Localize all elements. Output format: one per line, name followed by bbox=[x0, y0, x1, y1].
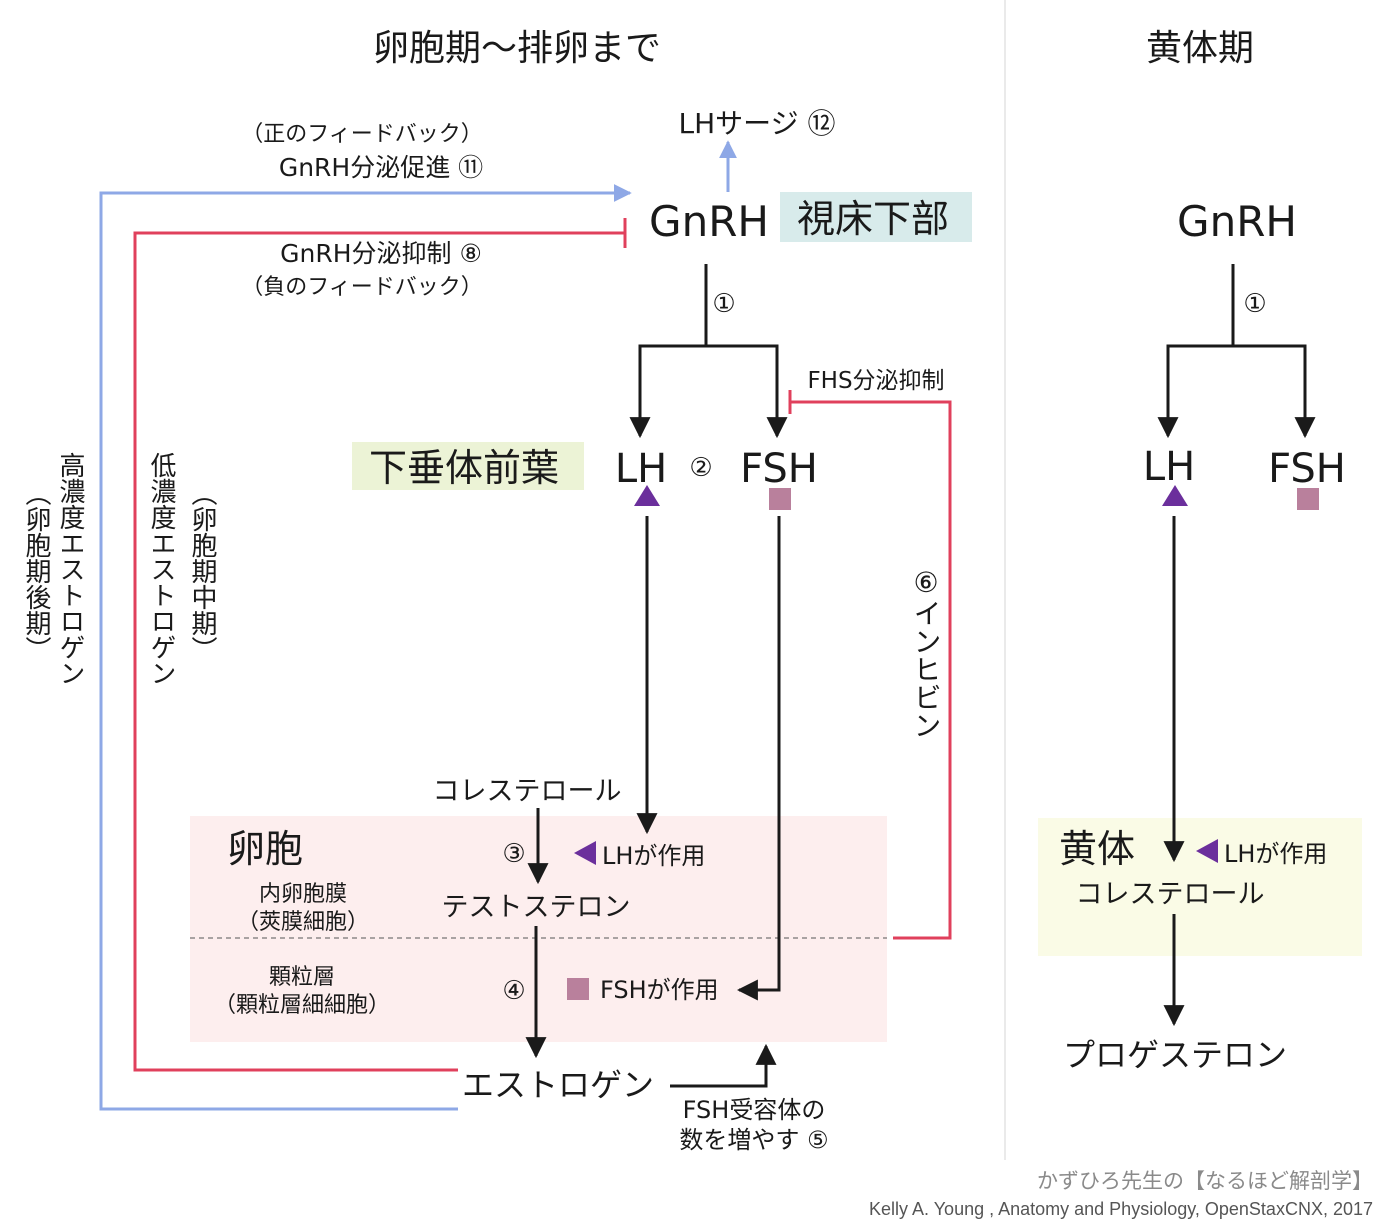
theca-cells-label: （莢膜細胞） bbox=[237, 910, 369, 935]
branch-to-lh bbox=[629, 344, 706, 439]
luteal-gnrh-label: GnRH bbox=[1177, 197, 1297, 246]
late-follicular-label: （卵胞期後期） bbox=[21, 480, 51, 662]
luteal-lh-acts-label: LHが作用 bbox=[1224, 840, 1327, 868]
step2-label: ② bbox=[689, 453, 712, 483]
luteal-lh-label: LH bbox=[1143, 444, 1195, 490]
positive-feedback-note: （正のフィードバック） bbox=[241, 122, 483, 147]
luteal-fsh-label: FSH bbox=[1268, 446, 1346, 492]
follicular-phase-title: 卵胞期〜排卵まで bbox=[373, 28, 661, 69]
pituitary-label: 下垂体前葉 bbox=[369, 446, 559, 490]
positive-feedback-label: GnRH分泌促進 ⑪ bbox=[279, 153, 483, 182]
high-estrogen-label: 高濃度エストロゲン bbox=[55, 452, 85, 686]
credit-line1: かずひろ先生の【なるほど解剖学】 bbox=[1037, 1169, 1373, 1193]
lh-acts-label: LHが作用 bbox=[602, 842, 705, 870]
corpus-luteum-label: 黄体 bbox=[1059, 827, 1135, 871]
receptor-increase-arrow bbox=[670, 1043, 777, 1088]
step1-label: ① bbox=[712, 289, 735, 319]
hypothalamus-label: 視床下部 bbox=[797, 197, 949, 241]
credit-line2: Kelly A. Young , Anatomy and Physiology,… bbox=[869, 1199, 1373, 1219]
theca-label: 内卵胞膜 bbox=[259, 882, 347, 907]
cholesterol-label: コレステロール bbox=[433, 776, 622, 807]
luteal-branch-to-lh bbox=[1157, 344, 1233, 439]
negative-feedback-line bbox=[133, 231, 625, 1072]
negative-feedback-label: GnRH分泌抑制 ⑧ bbox=[280, 239, 482, 268]
granulosa-cells-label: （顆粒層細細胞） bbox=[214, 993, 390, 1018]
granulosa-label: 顆粒層 bbox=[269, 965, 335, 990]
fsh-descending-line bbox=[736, 516, 781, 1001]
positive-feedback-line bbox=[99, 184, 632, 1111]
testosterone-label: テストステロン bbox=[442, 892, 631, 923]
fsh-acts-square-icon bbox=[567, 978, 589, 1000]
fsh-acts-label: FSHが作用 bbox=[600, 976, 719, 1004]
fsh-inhibit-label: FHS分泌抑制 bbox=[807, 368, 944, 394]
lh-triangle-icon bbox=[634, 485, 660, 506]
negative-feedback-note: （負のフィードバック） bbox=[241, 275, 483, 300]
branch-to-fsh bbox=[706, 344, 788, 439]
step4-label: ④ bbox=[502, 976, 525, 1006]
estrogen-label: エストロゲン bbox=[462, 1066, 654, 1104]
pituitary-box bbox=[352, 442, 584, 490]
step3-label: ③ bbox=[502, 839, 525, 869]
fsh-square-icon bbox=[769, 488, 791, 510]
follicle-label: 卵胞 bbox=[227, 827, 303, 871]
gnrh-label: GnRH bbox=[649, 197, 769, 246]
inhibin-line bbox=[790, 400, 952, 940]
lh-acts-triangle-icon bbox=[574, 841, 596, 865]
mid-follicular-label: （卵胞期中期） bbox=[187, 480, 217, 662]
luteal-step1-label: ① bbox=[1243, 289, 1266, 319]
lh-label: LH bbox=[615, 446, 667, 492]
luteal-cholesterol-label: コレステロール bbox=[1076, 879, 1265, 910]
fsh-label: FSH bbox=[740, 446, 818, 492]
lh-surge-label: LHサージ ⑫ bbox=[679, 107, 836, 140]
progesterone-label: プロゲステロン bbox=[1063, 1036, 1287, 1074]
luteal-branch-to-fsh bbox=[1233, 344, 1316, 439]
corpus-luteum-box bbox=[1038, 818, 1362, 956]
luteal-phase-title: 黄体期 bbox=[1146, 28, 1254, 69]
luteal-fsh-square-icon bbox=[1297, 488, 1319, 510]
receptor-line1: FSH受容体の bbox=[683, 1096, 826, 1124]
hypothalamus-box bbox=[780, 192, 972, 242]
luteal-lh-acts-triangle-icon bbox=[1196, 839, 1218, 863]
luteal-lh-triangle-icon bbox=[1162, 485, 1188, 506]
inhibin-label: ⑥インヒビン bbox=[910, 566, 943, 739]
receptor-line2: 数を増やす ⑤ bbox=[679, 1126, 828, 1154]
low-estrogen-label: 低濃度エストロゲン bbox=[146, 452, 176, 686]
